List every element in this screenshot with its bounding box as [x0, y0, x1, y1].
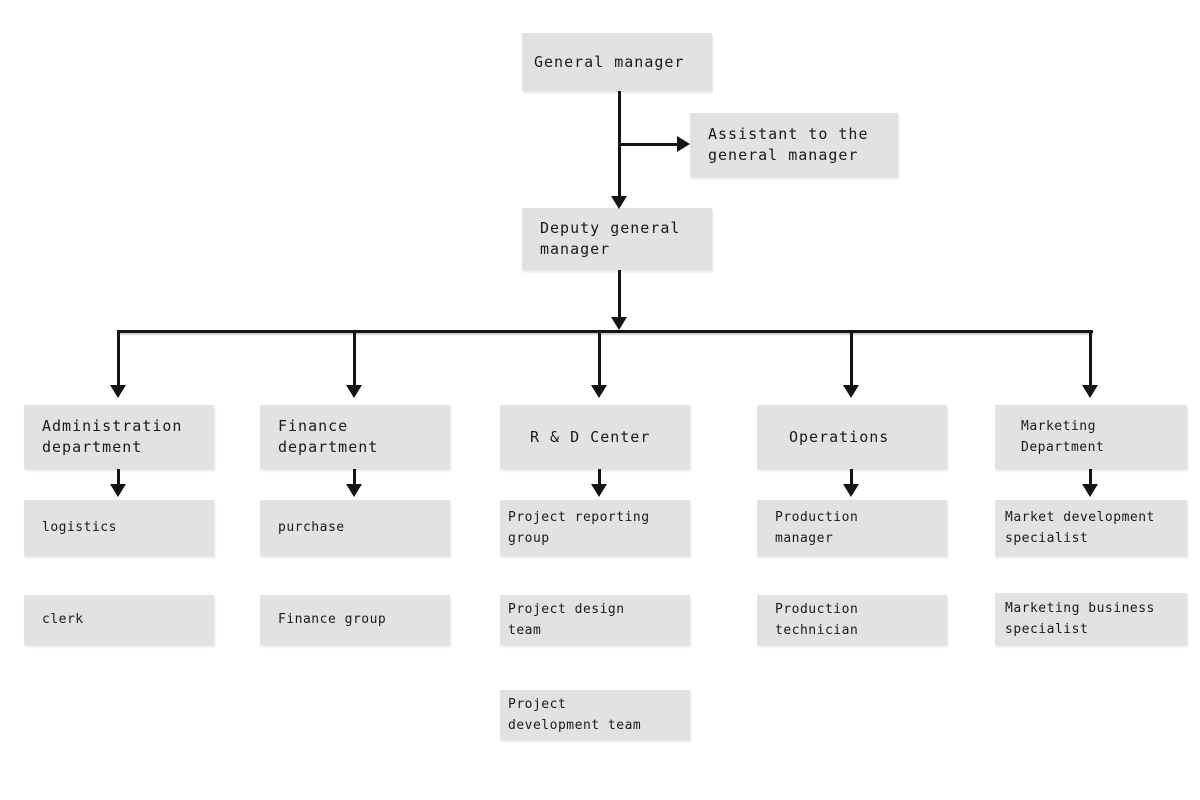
arrowhead-gm-to-deputy [611, 196, 627, 209]
node-production-technician: Production technician [757, 595, 947, 645]
node-marketing-department: Marketing Department [995, 405, 1187, 469]
arrowhead-drop-marketing [1082, 385, 1098, 398]
node-project-reporting-group: Project reporting group [500, 500, 690, 556]
connector-operations-to-production-manager [850, 469, 853, 484]
node-production-manager: Production manager [757, 500, 947, 556]
connector-bus-line [117, 330, 1093, 333]
node-assistant-to-general-manager: Assistant to the general manager [690, 113, 898, 177]
node-clerk: clerk [24, 595, 214, 645]
connector-administration-to-logistics [117, 469, 120, 484]
arrowhead-drop-administration [110, 385, 126, 398]
arrowhead-drop-rd-center [591, 385, 607, 398]
connector-drop-operations [850, 332, 853, 385]
node-finance-group: Finance group [260, 595, 450, 645]
connector-drop-marketing [1089, 332, 1092, 385]
node-marketing-business-specialist: Marketing business specialist [995, 593, 1187, 645]
node-market-development-specialist: Market development specialist [995, 500, 1187, 556]
node-project-development-team: Project development team [500, 690, 690, 740]
connector-deputy-to-bus [618, 270, 621, 317]
connector-finance-to-purchase [353, 469, 356, 484]
arrowhead-drop-operations [843, 385, 859, 398]
connector-marketing-to-market-dev-specialist [1089, 469, 1092, 484]
arrowhead-rd-to-reporting-group [591, 484, 607, 497]
arrowhead-marketing-to-market-dev-specialist [1082, 484, 1098, 497]
arrowhead-operations-to-production-manager [843, 484, 859, 497]
connector-drop-rd-center [598, 332, 601, 385]
arrowhead-finance-to-purchase [346, 484, 362, 497]
node-finance-department: Finance department [260, 405, 450, 469]
connector-branch-to-assistant [618, 143, 678, 146]
node-project-design-team: Project design team [500, 595, 690, 645]
connector-drop-administration [117, 332, 120, 385]
arrowhead-deputy-to-bus [611, 317, 627, 330]
node-rd-center: R & D Center [500, 405, 690, 469]
node-deputy-general-manager: Deputy general manager [522, 208, 712, 270]
arrowhead-drop-finance [346, 385, 362, 398]
node-operations: Operations [757, 405, 947, 469]
node-logistics: logistics [24, 500, 214, 556]
node-administration-department: Administration department [24, 405, 214, 469]
connector-rd-to-reporting-group [598, 469, 601, 484]
arrowhead-administration-to-logistics [110, 484, 126, 497]
node-general-manager: General manager [522, 33, 712, 91]
node-purchase: purchase [260, 500, 450, 556]
connector-drop-finance [353, 332, 356, 385]
arrowhead-to-assistant [677, 136, 690, 152]
